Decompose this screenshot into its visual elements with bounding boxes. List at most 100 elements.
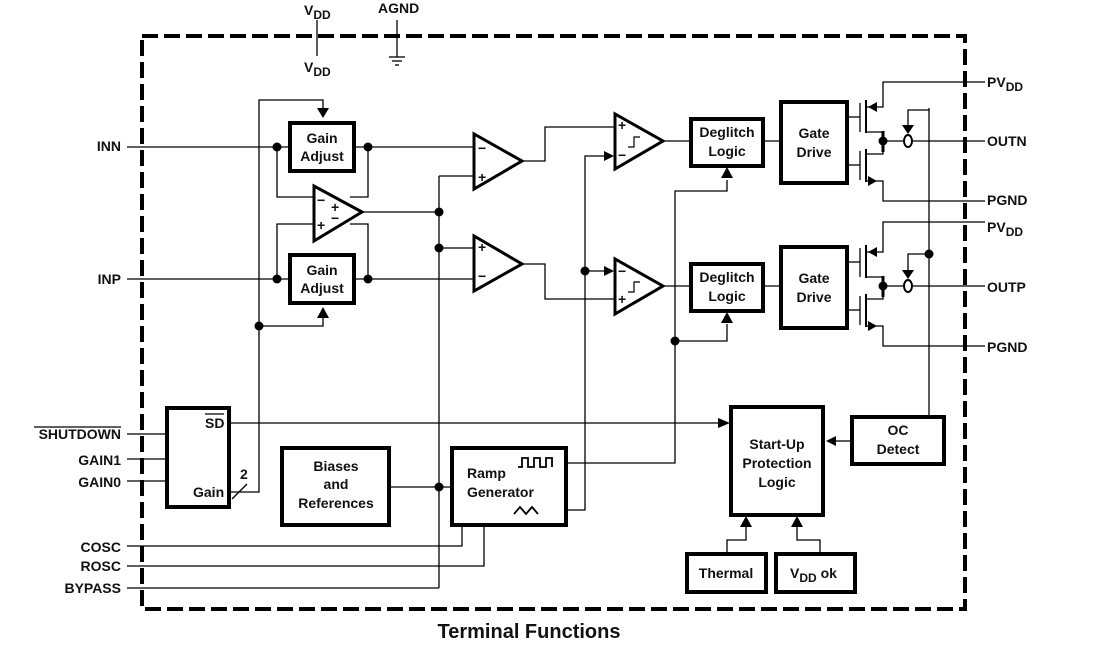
arrow-right-icon [604, 266, 614, 276]
svg-text:Logic: Logic [708, 288, 746, 304]
svg-text:+: + [618, 291, 626, 307]
arrow-up-icon [721, 312, 733, 323]
pin-bypass: BYPASS [64, 580, 121, 596]
startup-protection-block: Start-Up Protection Logic [729, 405, 825, 517]
deglitch-logic-bottom: Deglitch Logic [689, 262, 765, 313]
svg-text:Thermal: Thermal [699, 565, 753, 581]
svg-text:Generator: Generator [467, 484, 534, 500]
nmos-arrow-icon [868, 321, 877, 331]
svg-text:−: − [317, 192, 325, 208]
svg-text:Adjust: Adjust [300, 280, 344, 296]
nmos-arrow-icon [868, 176, 877, 186]
svg-text:Logic: Logic [758, 474, 796, 490]
svg-text:Ramp: Ramp [467, 465, 506, 481]
hysteresis-comparator-top: + − [613, 111, 667, 172]
svg-text:Protection: Protection [742, 455, 811, 471]
gain-adjust-top: Gain Adjust [288, 121, 356, 173]
svg-text:Deglitch: Deglitch [699, 269, 754, 285]
center-diff-amp: − + + − [312, 183, 366, 244]
sense-arrow-icon [902, 270, 914, 279]
svg-text:Drive: Drive [796, 144, 831, 160]
gain-label: Gain [193, 484, 224, 500]
svg-text:and: and [324, 476, 349, 492]
ground-icon [389, 56, 405, 66]
vdd-ok-block: VDD ok [774, 552, 857, 594]
arrow-right-icon [718, 418, 730, 428]
svg-text:+: + [618, 117, 626, 133]
svg-text:Drive: Drive [796, 289, 831, 305]
svg-text:Gate: Gate [798, 125, 829, 141]
sd-label: SD [205, 415, 224, 431]
biases-references-block: Biases and References [280, 446, 391, 527]
svg-text:−: − [478, 140, 486, 156]
oc-detect-block: OC Detect [850, 415, 946, 466]
caption-terminal-functions: Terminal Functions [438, 621, 621, 643]
bus-width-label: 2 [240, 466, 248, 482]
agnd-supply: AGND [378, 0, 419, 66]
arrow-down-icon [317, 108, 329, 118]
hysteresis-icon [628, 281, 640, 293]
pin-pvdd-bottom: PVDD [987, 219, 1023, 239]
pin-pvdd-top: PVDD [987, 74, 1023, 94]
vdd-inner-label: VDD [304, 59, 331, 79]
svg-text:Start-Up: Start-Up [749, 436, 804, 452]
chip-boundary [140, 34, 967, 611]
control-block: SD Gain 2 [165, 406, 248, 509]
pin-rosc: ROSC [81, 558, 121, 574]
arrow-left-icon [826, 436, 836, 446]
svg-text:−: − [331, 210, 339, 226]
svg-text:Gate: Gate [798, 270, 829, 286]
svg-text:Logic: Logic [708, 143, 746, 159]
gate-drive-bottom: Gate Drive [779, 245, 849, 330]
pmos-arrow-icon [868, 102, 877, 112]
hysteresis-comparator-bottom: − + [613, 256, 667, 317]
triangle-wave-icon [513, 505, 539, 516]
pin-shutdown: SHUTDOWN [39, 426, 121, 442]
hysteresis-icon [628, 136, 640, 148]
error-amp-top: − + [472, 131, 526, 192]
junction-dots [254, 136, 934, 492]
pin-gain1: GAIN1 [78, 452, 121, 468]
pin-pgnd-top: PGND [987, 192, 1027, 208]
pin-cosc: COSC [81, 539, 121, 555]
arrow-up-icon [317, 307, 329, 318]
current-sense-icon [903, 134, 913, 148]
gate-drive-top: Gate Drive [779, 100, 849, 185]
output-mosfets [865, 100, 914, 331]
svg-text:Deglitch: Deglitch [699, 124, 754, 140]
svg-text:VDD ok: VDD ok [790, 565, 837, 585]
vdd-outer-label: VDD [304, 2, 331, 22]
square-wave-icon [518, 457, 553, 468]
deglitch-logic-top: Deglitch Logic [689, 117, 765, 168]
svg-text:Adjust: Adjust [300, 148, 344, 164]
svg-text:+: + [478, 169, 486, 185]
arrow-up-icon [791, 516, 803, 527]
pmos-arrow-icon [868, 247, 877, 257]
svg-text:Biases: Biases [313, 458, 358, 474]
ramp-generator-block: Ramp Generator [450, 446, 568, 527]
arrow-up-icon [740, 516, 752, 527]
arrow-right-icon [604, 151, 614, 161]
thermal-block: Thermal [685, 552, 768, 594]
signal-arrows [317, 108, 836, 527]
svg-text:−: − [618, 147, 626, 163]
svg-text:Gain: Gain [306, 262, 337, 278]
sense-arrow-icon [902, 125, 914, 134]
svg-text:−: − [618, 263, 626, 279]
error-amp-bottom: + − [472, 233, 526, 294]
agnd-label: AGND [378, 0, 419, 16]
svg-text:References: References [298, 495, 374, 511]
pin-inn: INN [97, 138, 121, 154]
svg-text:OC: OC [888, 422, 909, 438]
arrow-up-icon [721, 167, 733, 178]
pin-inp: INP [98, 271, 121, 287]
svg-text:+: + [331, 199, 339, 215]
pin-gain0: GAIN0 [78, 474, 121, 490]
svg-text:Detect: Detect [877, 441, 920, 457]
current-sense-icon [903, 279, 913, 293]
gain-adjust-bottom: Gain Adjust [288, 253, 356, 305]
pin-outn: OUTN [987, 133, 1027, 149]
svg-text:Gain: Gain [306, 130, 337, 146]
svg-text:+: + [478, 239, 486, 255]
